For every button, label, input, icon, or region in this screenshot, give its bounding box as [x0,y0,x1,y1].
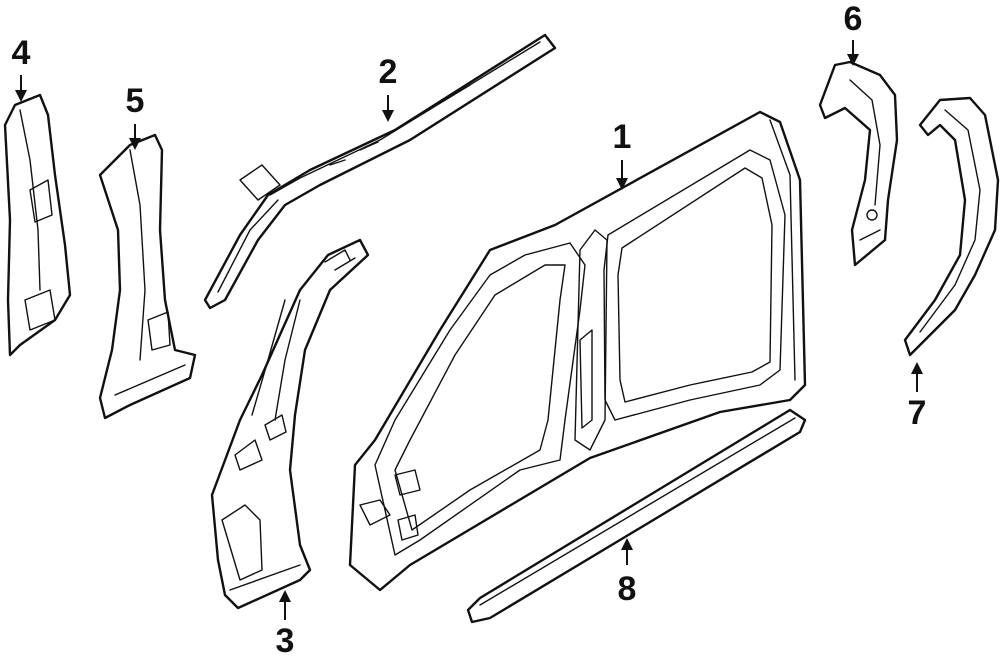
callout-7: 7 [908,394,927,432]
arrowhead-3 [279,590,291,602]
part-3-hinge-pillar [210,238,370,610]
arrowhead-2 [382,110,394,122]
callout-4: 4 [12,34,31,72]
arrowhead-6 [847,54,859,66]
part-4-pillar-reinforcement [3,93,72,357]
callout-6: 6 [844,0,863,38]
part-5-b-pillar [98,133,197,420]
callout-8: 8 [618,570,637,608]
part-2-roof-rail [203,33,557,310]
arrowhead-8 [621,538,633,550]
part-8-rocker-panel [466,408,807,624]
callout-1: 1 [613,118,632,156]
callout-3: 3 [276,622,295,659]
leader-arrows [15,40,923,620]
arrowhead-7 [911,362,923,374]
arrowhead-4 [15,90,27,102]
arrowhead-5 [129,138,141,150]
callout-5: 5 [126,82,145,120]
arrowhead-1 [616,178,628,190]
part-6-rear-pillar-upper [818,60,899,267]
callout-2: 2 [379,53,398,91]
part-7-rear-pillar-lower [903,96,1000,357]
part-1-body-side-panel [348,110,807,592]
callout-numbers: 1 2 3 4 5 6 7 8 [12,0,927,659]
